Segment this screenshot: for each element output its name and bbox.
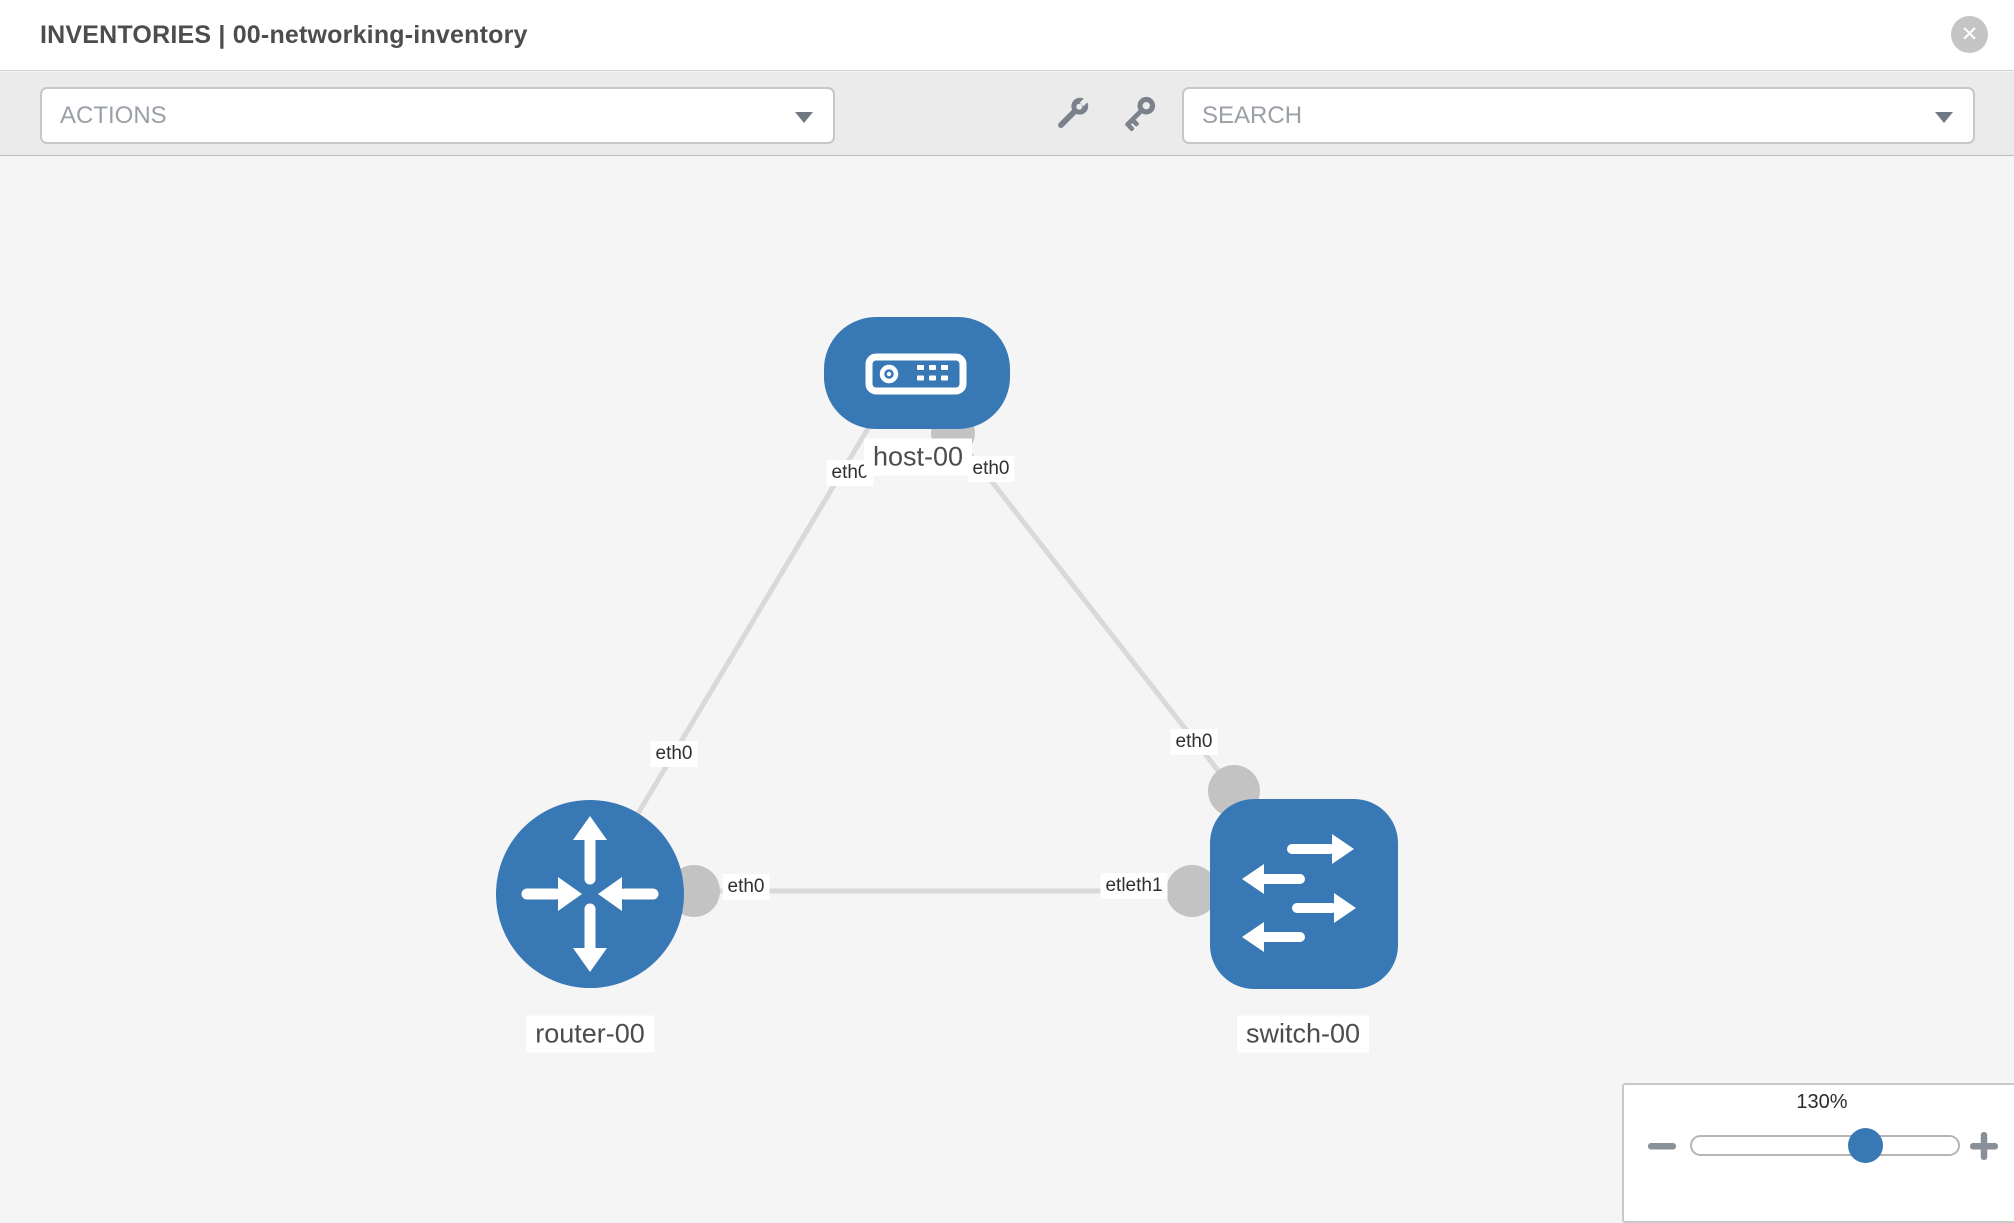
topology-svg bbox=[496, 317, 1398, 989]
zoom-level: 130% bbox=[1796, 1091, 1848, 1113]
port-circle-switch-left bbox=[1166, 865, 1218, 917]
actions-dropdown[interactable]: ACTIONS bbox=[40, 87, 835, 144]
page-title: INVENTORIES | 00-networking-inventory bbox=[40, 20, 528, 49]
node-label-host: host-00 bbox=[863, 438, 973, 476]
port-label: eth0 bbox=[650, 741, 698, 767]
plus-icon[interactable] bbox=[1970, 1132, 1998, 1165]
page-header: INVENTORIES | 00-networking-inventory ✕ bbox=[0, 0, 2014, 71]
chevron-down-icon bbox=[1935, 112, 1953, 123]
wrench-icon[interactable] bbox=[1050, 92, 1094, 141]
port-label: etleth1 bbox=[1100, 873, 1168, 899]
node-router-00[interactable] bbox=[496, 800, 684, 988]
search-input[interactable]: SEARCH bbox=[1182, 87, 1975, 144]
chevron-down-icon bbox=[795, 112, 813, 123]
node-switch-00[interactable] bbox=[1210, 799, 1398, 989]
close-icon[interactable]: ✕ bbox=[1951, 16, 1988, 53]
minus-icon[interactable] bbox=[1648, 1132, 1676, 1165]
zoom-panel: 130% bbox=[1622, 1083, 2014, 1223]
topology-canvas[interactable]: eth0 eth0 eth0 eth0 eth0 etleth1 host-00… bbox=[0, 157, 2014, 1223]
zoom-slider-handle[interactable] bbox=[1848, 1128, 1883, 1163]
zoom-slider-track[interactable] bbox=[1690, 1135, 1960, 1156]
node-host-00[interactable] bbox=[824, 317, 1010, 429]
router-icon bbox=[521, 816, 659, 972]
switch-icon bbox=[1242, 834, 1356, 952]
actions-dropdown-label: ACTIONS bbox=[60, 101, 167, 129]
toolbar: ACTIONS SEARCH bbox=[0, 72, 2014, 156]
port-label: eth0 bbox=[722, 874, 770, 900]
host-icon bbox=[865, 353, 967, 395]
key-icon[interactable] bbox=[1116, 92, 1160, 141]
node-label-router: router-00 bbox=[526, 1015, 654, 1053]
port-label: eth0 bbox=[967, 456, 1015, 482]
node-label-switch: switch-00 bbox=[1236, 1015, 1370, 1053]
search-placeholder: SEARCH bbox=[1202, 101, 1303, 129]
port-label: eth0 bbox=[1170, 729, 1218, 755]
close-glyph: ✕ bbox=[1960, 23, 1979, 46]
